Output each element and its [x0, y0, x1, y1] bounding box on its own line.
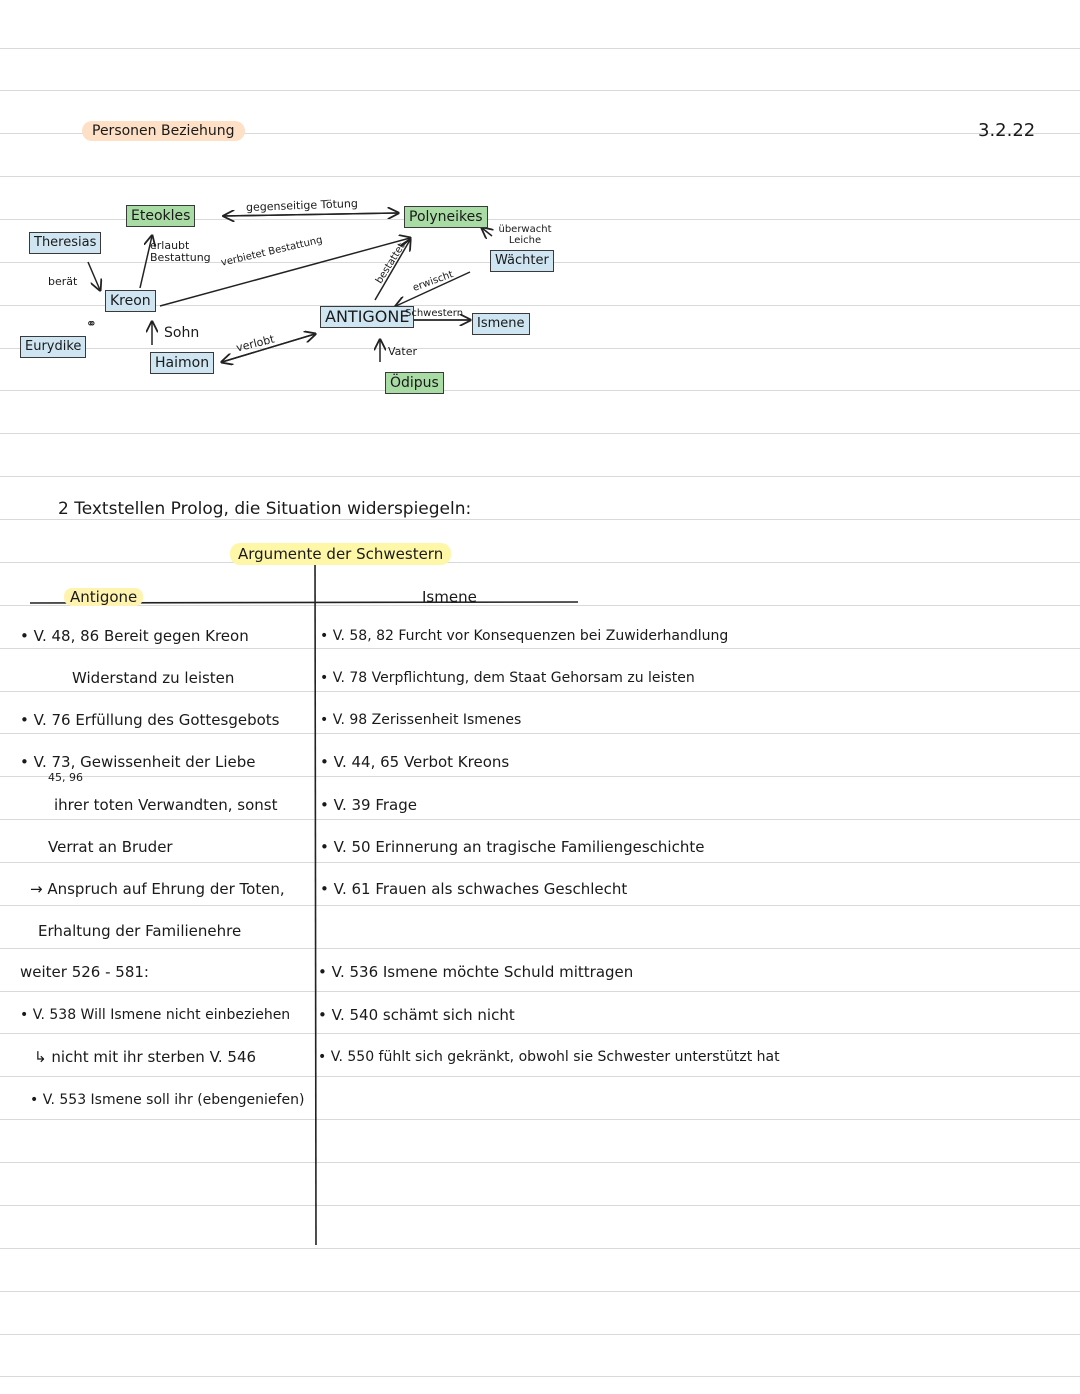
left-row: 45, 96: [48, 771, 83, 784]
right-row: • V. 61 Frauen als schwaches Geschlecht: [320, 880, 628, 898]
married-symbol: ⚭: [86, 317, 97, 332]
node-theresias: Theresias: [29, 232, 102, 254]
section-subheading: Argumente der Schwestern: [230, 543, 452, 565]
node-kreon: Kreon: [105, 290, 156, 312]
page-date: 3.2.22: [978, 120, 1036, 141]
right-row: • V. 39 Frage: [320, 796, 417, 814]
table-header-ismene: Ismene: [422, 588, 477, 606]
node-antigone: ANTIGONE: [320, 306, 415, 328]
left-row: • V. 553 Ismene soll ihr (ebengeniefen): [30, 1092, 305, 1108]
label-sohn: Sohn: [164, 325, 200, 341]
right-row: • V. 44, 65 Verbot Kreons: [320, 753, 510, 771]
right-row: • V. 536 Ismene möchte Schuld mittragen: [318, 963, 634, 981]
right-row: • V. 58, 82 Furcht vor Konsequenzen bei …: [320, 628, 729, 644]
left-row: Verrat an Bruder: [48, 838, 173, 856]
node-ismene: Ismene: [472, 313, 530, 335]
right-row: • V. 78 Verpflichtung, dem Staat Gehorsa…: [320, 670, 695, 686]
table-divider: [314, 549, 317, 1246]
node-polyneikes: Polyneikes: [404, 206, 488, 228]
left-row: • V. 73, Gewissenheit der Liebe: [20, 753, 256, 771]
right-row: • V. 540 schämt sich nicht: [318, 1006, 515, 1024]
label-schwestern: Schwestern: [405, 308, 464, 319]
left-row: Erhaltung der Familienehre: [38, 922, 242, 940]
right-row: • V. 550 fühlt sich gekränkt, obwohl sie…: [318, 1049, 780, 1065]
node-eteokles: Eteokles: [126, 205, 196, 227]
label-erlaubt-bestattung: erlaubt Bestattung: [150, 239, 211, 264]
left-row: • V. 76 Erfüllung des Gottesgebots: [20, 711, 280, 729]
left-row: • V. 538 Will Ismene nicht einbeziehen: [20, 1007, 291, 1023]
page-title: Personen Beziehung: [82, 121, 245, 141]
node-haimon: Haimon: [150, 352, 215, 374]
label-beraet: berät: [48, 275, 78, 288]
node-waechter: Wächter: [490, 250, 554, 272]
right-row: • V. 98 Zerissenheit Ismenes: [320, 712, 522, 728]
left-row: ↳ nicht mit ihr sterben V. 546: [34, 1048, 257, 1066]
label-ueberwacht-leiche: überwacht Leiche: [498, 224, 552, 246]
left-row: ihrer toten Verwandten, sonst: [54, 796, 278, 814]
node-eurydike: Eurydike: [20, 336, 87, 358]
left-row: • V. 48, 86 Bereit gegen Kreon: [20, 627, 249, 645]
node-oedipus: Ödipus: [385, 372, 444, 394]
table-header-antigone: Antigone: [64, 588, 144, 606]
left-row: → Anspruch auf Ehrung der Toten,: [30, 880, 285, 898]
left-row: weiter 526 - 581:: [20, 963, 149, 981]
section-heading: 2 Textstellen Prolog, die Situation wide…: [58, 499, 472, 519]
left-row: Widerstand zu leisten: [72, 669, 235, 687]
label-vater: Vater: [388, 345, 418, 358]
right-row: • V. 50 Erinnerung an tragische Familien…: [320, 838, 705, 856]
